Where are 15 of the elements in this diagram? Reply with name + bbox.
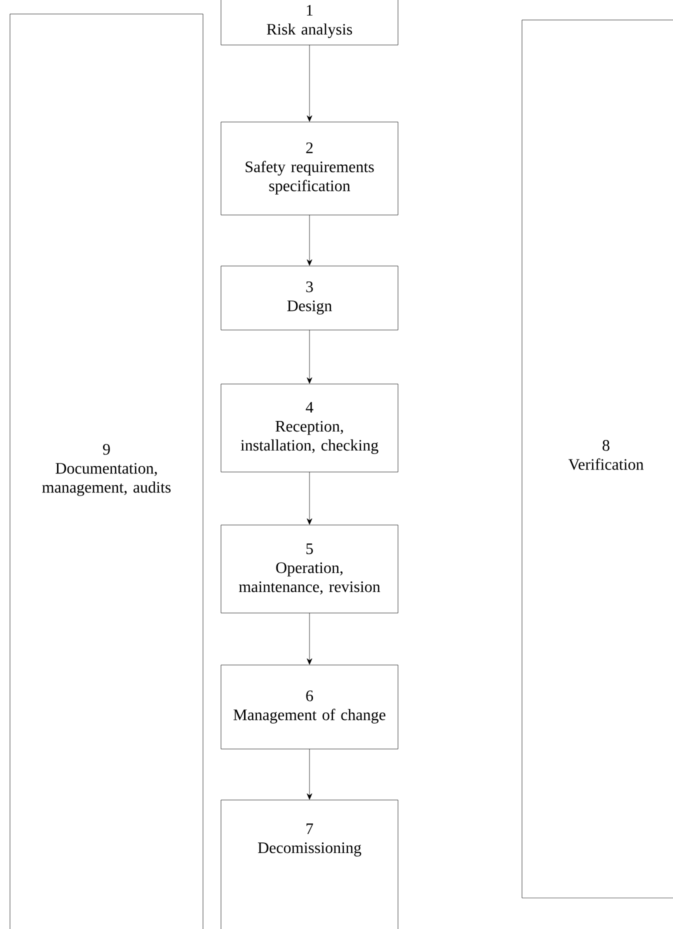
arrow [306,472,312,525]
process-box: 2 Safety requirements specification [220,122,398,216]
arrow [306,44,312,122]
process-box: 6 Management of change [220,664,398,750]
phase-band: 9 Documentation, management, audits [10,14,204,929]
process-box: 4 Reception, installation, checking [220,384,398,472]
arrow [306,214,312,266]
process-box: 1 Risk analysis [220,0,398,46]
process-box: 3 Design [220,266,398,330]
process-box: 5 Operation, maintenance, revision [220,524,398,614]
arrow [306,330,312,384]
arrow [306,612,312,665]
arrow [306,748,312,800]
process-box: 7 Decomissioning [220,800,398,929]
phase-band: 8 Verification [522,20,673,898]
